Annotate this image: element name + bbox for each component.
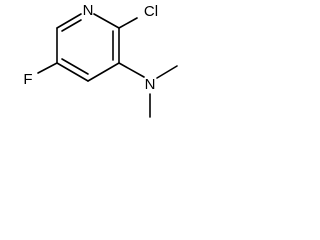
bond-c3-c4 bbox=[87, 62, 120, 82]
bond-n1-c6 bbox=[56, 13, 82, 29]
bond-c4-c5 bbox=[56, 62, 89, 82]
atom-label-fluorine: F bbox=[23, 71, 32, 88]
atom-label-ring-nitrogen: N bbox=[83, 2, 94, 19]
bond-c3-n bbox=[118, 62, 145, 78]
bond-c2-cl bbox=[118, 17, 138, 29]
bond-c4-c5-inner bbox=[61, 58, 89, 75]
bond-n1-c2 bbox=[93, 13, 120, 29]
bond-n1-c6-inner bbox=[61, 19, 82, 32]
bond-c5-f bbox=[37, 62, 58, 74]
atom-label-chlorine: Cl bbox=[144, 3, 158, 20]
atom-label-amine-nitrogen: N bbox=[145, 76, 156, 93]
chemical-structure-diagram: N Cl F N bbox=[23, 2, 178, 118]
bond-n-methyl-right bbox=[156, 65, 178, 79]
